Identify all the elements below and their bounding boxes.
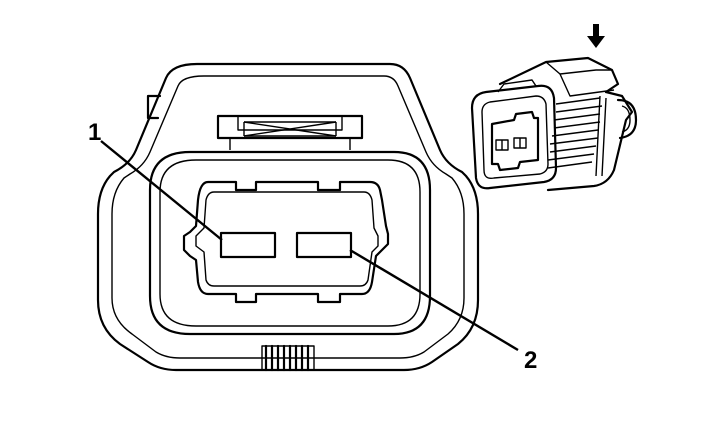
connector-isometric-view	[470, 56, 638, 192]
iso-front-face	[470, 84, 558, 190]
cavity-frame-outer	[148, 150, 432, 336]
callout-1: 1	[88, 119, 223, 241]
connector-housing-inner-edge	[111, 75, 465, 359]
callout-1-leader	[100, 140, 223, 241]
pin-insert-outer	[182, 180, 390, 304]
wire-bundle	[261, 344, 315, 372]
cavity-frame-inner	[159, 159, 421, 327]
pin-insert-inner	[195, 191, 379, 287]
callout-1-label: 1	[88, 119, 101, 146]
pin-terminal-2	[295, 231, 353, 259]
connector-outer-housing	[96, 62, 480, 372]
callout-2: 2	[349, 248, 537, 374]
top-latch	[216, 114, 364, 150]
callout-2-leader	[349, 248, 519, 352]
down-arrow-icon	[587, 24, 605, 48]
callout-2-label: 2	[524, 347, 537, 374]
side-tab	[146, 94, 162, 120]
connector-face-view	[96, 62, 480, 372]
pin-terminal-1	[219, 231, 277, 259]
